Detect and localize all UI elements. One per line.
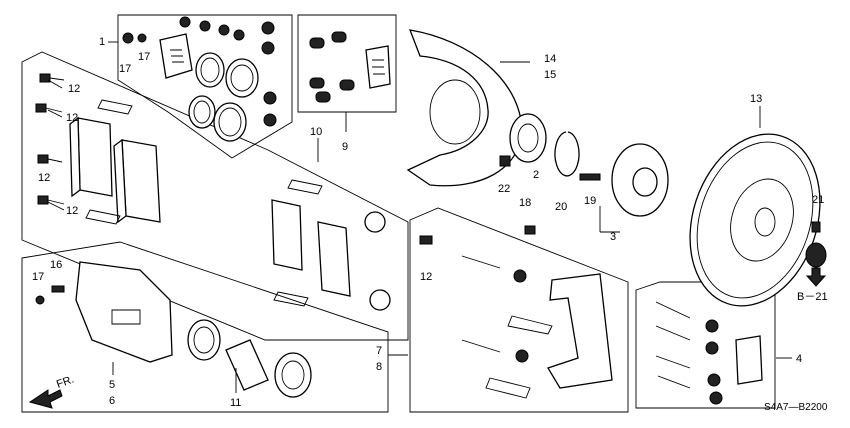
brake-pads-left: [69, 99, 161, 225]
brake-pads-right: [271, 179, 391, 311]
callout-4: 4: [796, 353, 802, 365]
kit-frame-4: [635, 281, 776, 409]
callout-3: 3: [610, 231, 616, 243]
caliper-frame: [21, 241, 389, 413]
callout-19: 19: [584, 195, 596, 207]
kit-frame-1: [117, 14, 293, 159]
callout-2: 2: [533, 169, 539, 181]
callout-6: 6: [109, 395, 115, 407]
pad-set-frame: [21, 51, 409, 341]
callout-8: 8: [376, 361, 382, 373]
bracket-frame: [409, 207, 629, 413]
kit-frame-9: [297, 14, 397, 113]
callout-22: 22: [498, 183, 510, 195]
callout-12: 12: [66, 112, 78, 124]
wheel-hub: [579, 143, 669, 217]
callout-10: 10: [310, 126, 322, 138]
callout-17: 17: [32, 271, 44, 283]
caliper-body: [35, 261, 173, 363]
slide-pin-kit: [655, 301, 763, 405]
pin-boot-kit: [309, 31, 391, 103]
callout-15: 15: [544, 69, 556, 81]
piston-seal: [195, 52, 225, 88]
callout-17: 17: [138, 51, 150, 63]
wheel-bearing: [499, 113, 580, 177]
callout-20: 20: [555, 201, 567, 213]
callout-5: 5: [109, 379, 115, 391]
callout-11: 11: [230, 397, 241, 409]
callout-9: 9: [342, 141, 348, 153]
bolts-12: [35, 73, 65, 205]
callout-18: 18: [519, 197, 531, 209]
callout-7: 7: [376, 345, 382, 357]
callout-1: 1: [99, 36, 105, 48]
diagram-code: S4A7—B2200: [764, 402, 828, 413]
callout-17: 17: [119, 63, 131, 75]
callout-16: 16: [50, 259, 62, 271]
brake-rotor: [689, 133, 821, 307]
callout-14: 14: [544, 53, 556, 65]
dust-shield: [406, 29, 523, 187]
reference-arrow-b21: B－21: [797, 267, 828, 303]
front-direction-arrow: FR.: [28, 373, 76, 409]
rotor-screw: [805, 221, 827, 268]
reference-label: B－21: [797, 291, 828, 303]
callout-13: 13: [750, 93, 762, 105]
piston-and-seals: [187, 319, 312, 398]
caliper-bracket: [419, 225, 613, 399]
callout-12: 12: [66, 205, 78, 217]
front-label: FR.: [55, 373, 76, 390]
leader-lines: [47, 41, 792, 393]
callout-12: 12: [420, 271, 432, 283]
caliper-seal-kit: [122, 16, 277, 142]
callout-12: 12: [68, 83, 80, 95]
callout-12: 12: [38, 172, 50, 184]
callout-21: 21: [812, 194, 824, 206]
